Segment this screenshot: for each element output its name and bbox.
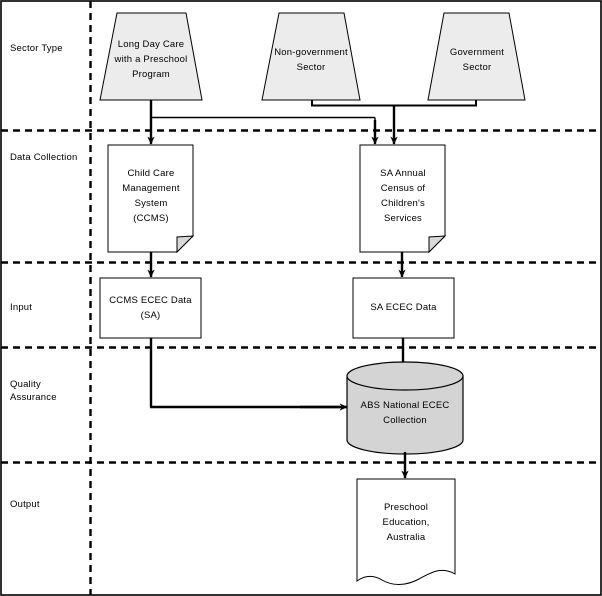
connector-sectors-to-census xyxy=(311,100,477,107)
node-sa-annual-census[interactable] xyxy=(359,144,447,254)
swimlane-label-quality-assurance: Quality Assurance xyxy=(10,379,57,403)
node-ccms[interactable] xyxy=(107,144,195,254)
node-preschool-education-australia[interactable] xyxy=(356,478,456,585)
node-long-day-care[interactable] xyxy=(99,12,203,101)
swimlane-label-data-collection: Data Collection xyxy=(10,152,78,163)
node-government-sector[interactable] xyxy=(427,12,526,101)
node-non-government-sector[interactable] xyxy=(261,12,361,101)
swimlane-dividers xyxy=(1,129,601,464)
swimlane-label-input: Input xyxy=(10,302,33,313)
swimlane-label-sector-type: Sector Type xyxy=(10,43,63,54)
node-ccms-ecec-data[interactable] xyxy=(99,277,202,339)
connector-ldc-branch xyxy=(151,116,376,126)
swimlane-label-output: Output xyxy=(10,499,40,510)
node-abs-national-ecec-collection[interactable] xyxy=(346,361,464,455)
node-sa-ecec-data[interactable] xyxy=(352,277,455,339)
